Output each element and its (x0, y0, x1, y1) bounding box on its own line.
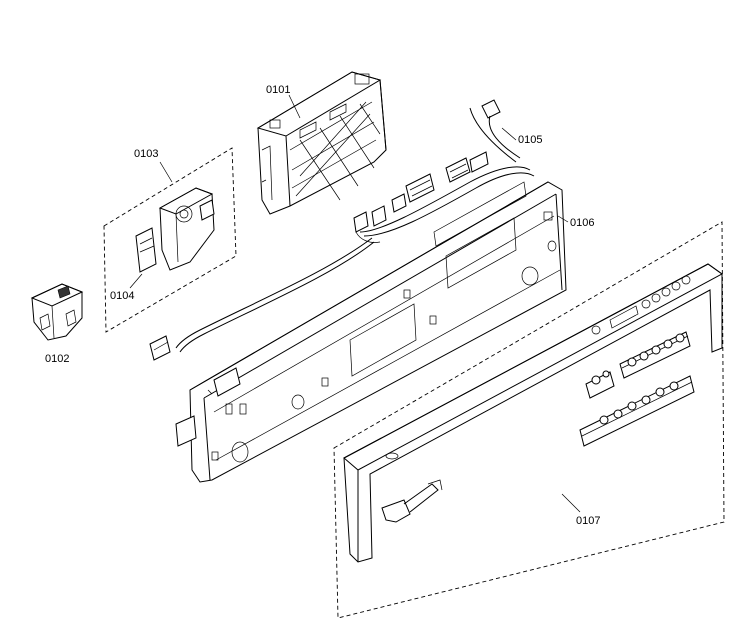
group-box-0103 (103, 147, 237, 333)
part-0104-flow-meter[interactable] (135, 187, 215, 273)
label-0105: 0105 (518, 134, 542, 146)
part-0107-button-strip-middle[interactable] (585, 370, 615, 399)
part-0101-control-module[interactable] (256, 71, 387, 215)
leader-0107 (561, 493, 581, 513)
group-box-0107 (333, 221, 725, 619)
part-0107-button-strip-upper[interactable] (619, 331, 691, 379)
label-0107: 0107 (576, 515, 600, 527)
leader-0101 (288, 94, 301, 119)
part-0106-control-panel-frame[interactable] (175, 181, 567, 483)
label-0103: 0103 (134, 148, 158, 160)
label-0104: 0104 (110, 290, 134, 302)
leader-0103 (159, 161, 173, 183)
leader-0105 (501, 127, 517, 141)
leader-0104 (129, 273, 143, 289)
part-0107-button-strip-lower[interactable] (579, 375, 695, 447)
part-0102-switch[interactable] (30, 283, 84, 341)
label-0102: 0102 (45, 353, 69, 365)
label-0101: 0101 (266, 84, 290, 96)
label-0106: 0106 (570, 217, 594, 229)
part-0105-wiring-harness[interactable] (149, 99, 535, 361)
part-0107-front-panel[interactable] (343, 263, 723, 563)
leader-0106 (557, 215, 569, 223)
